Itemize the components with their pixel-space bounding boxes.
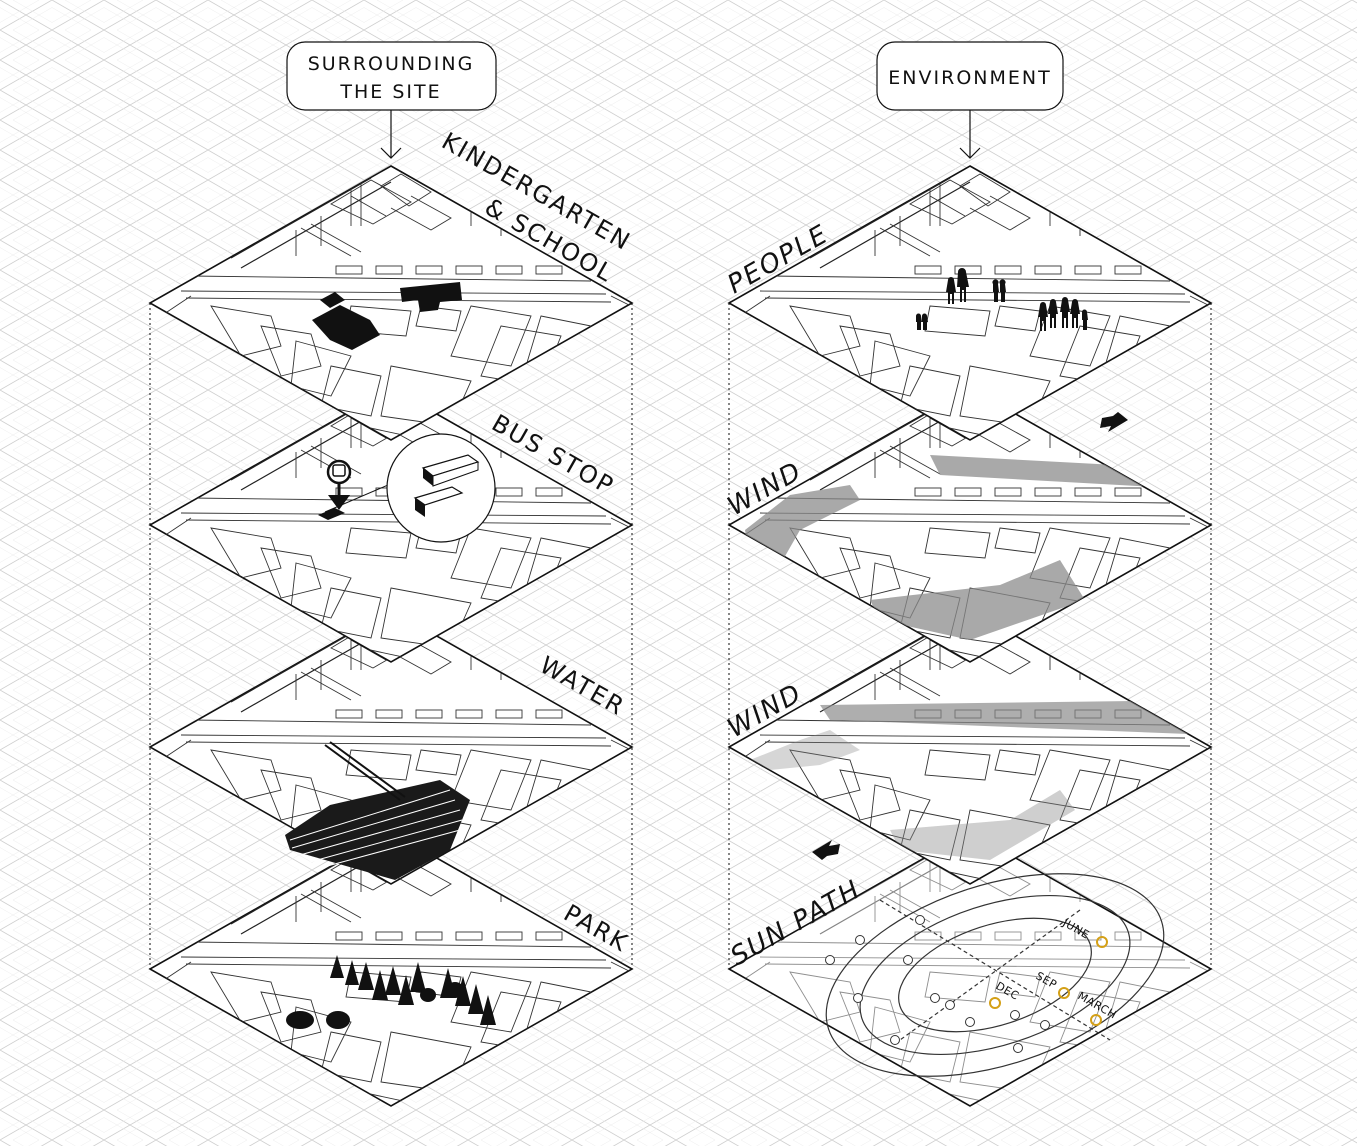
header-environment-text: ENVIRONMENT <box>888 67 1051 89</box>
header-surrounding-line1: SURROUNDING <box>308 53 475 75</box>
header-surrounding-line2: THE SITE <box>339 81 441 103</box>
